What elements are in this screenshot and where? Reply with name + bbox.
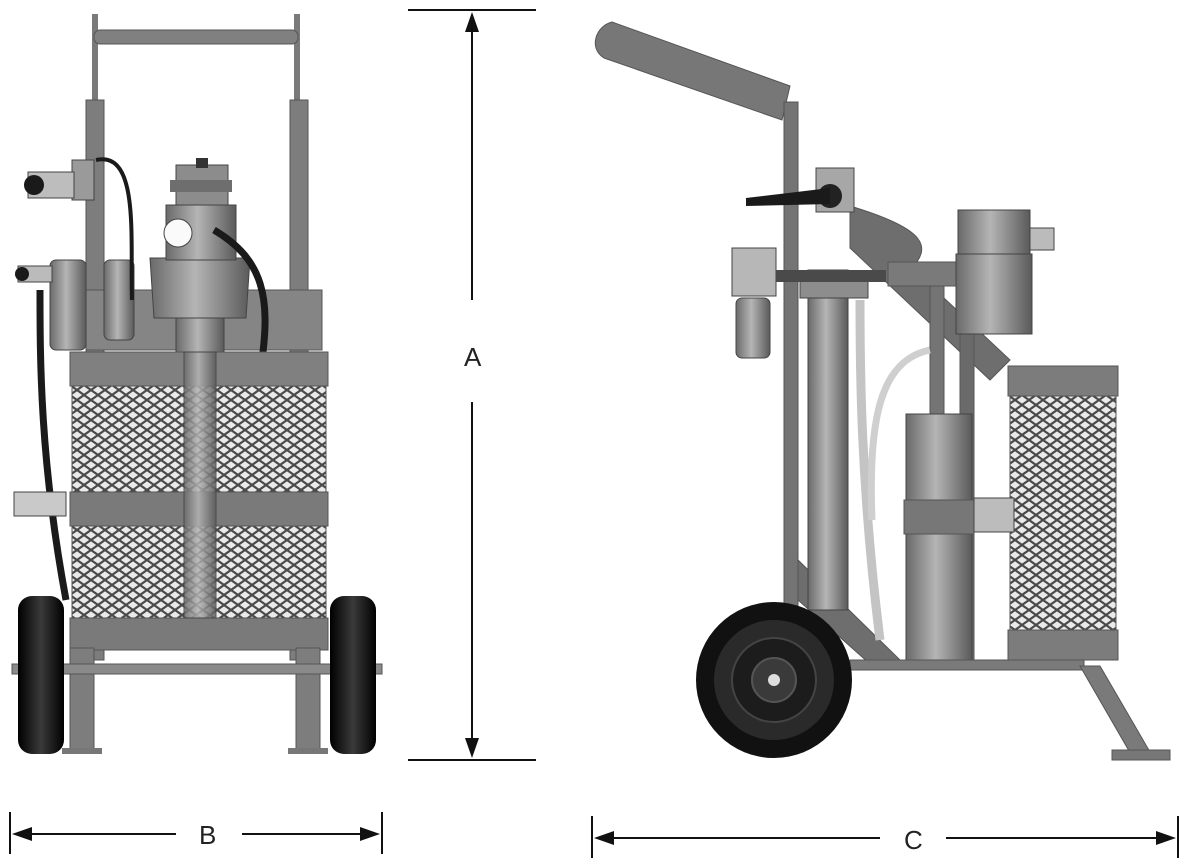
dimension-a-label: A xyxy=(464,342,482,372)
front-view-cart xyxy=(11,14,383,754)
dimension-a xyxy=(408,9,536,761)
dimension-c-label: C xyxy=(904,825,923,855)
front-left-tire xyxy=(18,596,64,754)
dimension-b-label: B xyxy=(199,820,216,850)
side-wheel xyxy=(696,602,852,758)
side-view-cart xyxy=(594,21,1171,761)
dimension-c xyxy=(591,816,1179,858)
dimension-b xyxy=(9,812,383,854)
front-right-tire xyxy=(330,596,376,754)
